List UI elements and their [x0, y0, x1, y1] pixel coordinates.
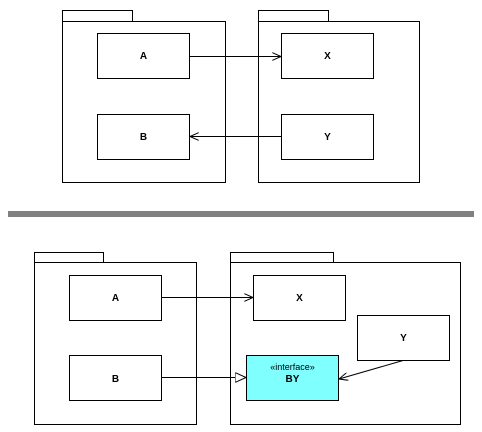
class-name: A	[140, 51, 147, 62]
top-class-x[interactable]: X	[281, 33, 374, 79]
top-class-y[interactable]: Y	[281, 114, 374, 160]
bottom-dependency-y-to-by[interactable]	[339, 360, 404, 380]
top-class-a[interactable]: A	[97, 33, 190, 79]
top-diagram: A B X Y	[62, 10, 420, 183]
class-name: Y	[324, 132, 331, 143]
bottom-class-y[interactable]: Y	[357, 315, 450, 361]
package-tab	[258, 10, 329, 22]
top-class-b[interactable]: B	[97, 114, 190, 160]
interface-name: BY	[286, 374, 300, 385]
package-tab	[230, 252, 334, 263]
bottom-class-b[interactable]: B	[69, 355, 162, 401]
bottom-interface-by[interactable]: «interface» BY	[246, 355, 339, 401]
class-name: X	[296, 293, 303, 304]
class-name: B	[140, 132, 147, 143]
section-separator	[8, 211, 474, 217]
bottom-class-x[interactable]: X	[253, 275, 346, 321]
interface-stereotype: «interface»	[270, 362, 315, 372]
package-tab	[34, 252, 104, 263]
class-name: X	[324, 51, 331, 62]
class-name: A	[112, 293, 119, 304]
class-name: Y	[400, 333, 407, 344]
class-name: B	[112, 374, 119, 385]
package-tab	[62, 10, 133, 22]
bottom-diagram: A B X Y «interface» BY	[34, 252, 461, 425]
bottom-class-a[interactable]: A	[69, 275, 162, 321]
